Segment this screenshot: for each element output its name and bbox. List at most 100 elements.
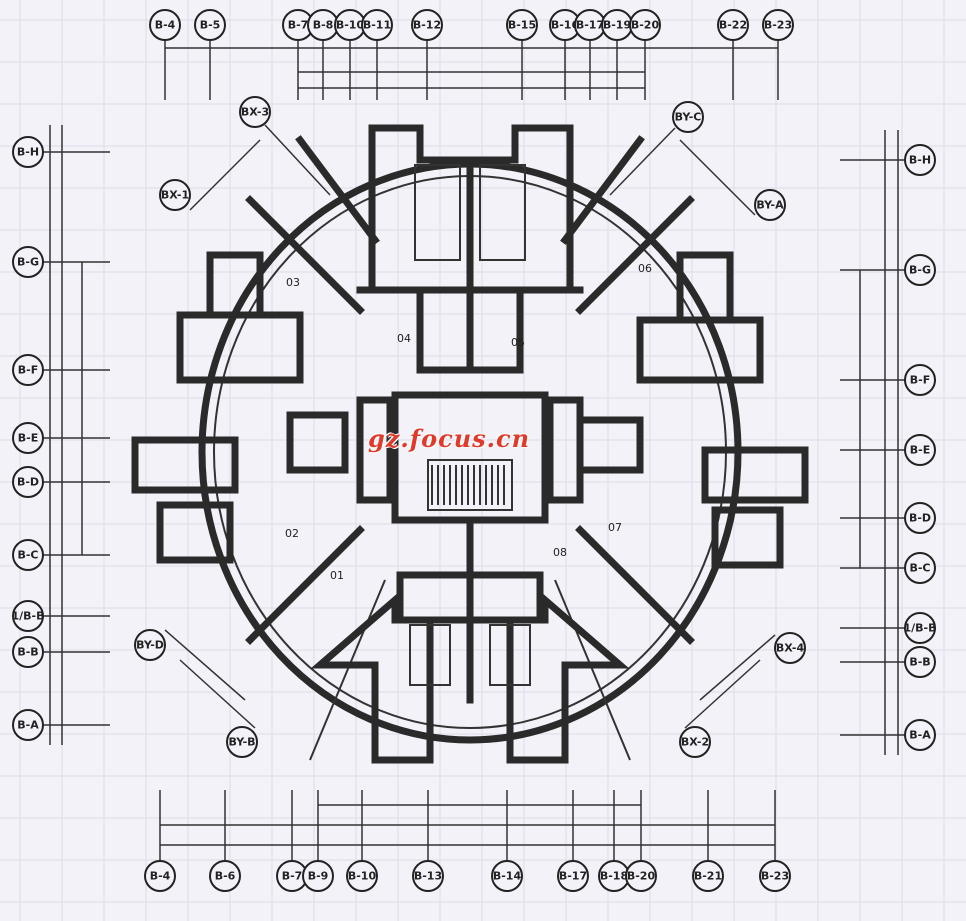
axis-bubble-top: B-23: [762, 9, 794, 41]
building-outline: [131, 124, 809, 764]
axis-bubble-bottom: B-13: [412, 860, 444, 892]
axis-label: B-17: [576, 19, 604, 32]
axis-label: B-B: [909, 656, 930, 669]
axis-label: B-15: [508, 19, 536, 32]
axis-bubble-top: B-20: [629, 9, 661, 41]
axis-bubble-bottom: B-6: [209, 860, 241, 892]
axis-label: B-C: [17, 549, 38, 562]
axis-label: B-22: [719, 19, 747, 32]
axis-label: B-G: [17, 256, 39, 269]
unit-label: 06: [638, 262, 652, 275]
axis-bubble-left: B-C: [12, 539, 44, 571]
axis-label: B-H: [17, 146, 39, 159]
axis-label: B-9: [308, 870, 329, 883]
axis-bubble-left: B-B: [12, 636, 44, 668]
axis-label: B-E: [18, 432, 38, 445]
axis-label: B-D: [17, 476, 39, 489]
axis-label: BX-3: [241, 106, 269, 119]
axis-bubble-top: B-22: [717, 9, 749, 41]
axis-bubble-left: B-H: [12, 136, 44, 168]
axis-bubble-right: 1/B-B: [903, 612, 937, 644]
axis-bubble-top: B-8: [307, 9, 339, 41]
axis-label: B-B: [17, 646, 38, 659]
axis-label: B-21: [694, 870, 722, 883]
axis-bubble-right: B-F: [904, 364, 936, 396]
axis-label: B-14: [493, 870, 522, 883]
axis-bubble-left: 1/B-B: [11, 600, 45, 632]
axis-label: B-5: [200, 19, 221, 32]
axis-bubble-left: B-G: [12, 246, 44, 278]
axis-label: BY-D: [136, 639, 164, 652]
axis-bubble-top: B-4: [149, 9, 181, 41]
axis-bubble-top: B-7: [282, 9, 314, 41]
axis-label: B-F: [910, 374, 930, 387]
axis-label: B-10: [348, 870, 377, 883]
axis-label: B-F: [18, 364, 38, 377]
axis-bubble-bottom: B-18: [598, 860, 630, 892]
axis-label: B-18: [600, 870, 628, 883]
axis-bubble-top: B-12: [411, 9, 443, 41]
axis-bubble-bottom: B-4: [144, 860, 176, 892]
axis-bubble-bottom: B-23: [759, 860, 791, 892]
axis-label: BY-B: [228, 736, 255, 749]
unit-label: 05: [511, 336, 525, 349]
axis-label: B-11: [363, 19, 391, 32]
axis-bubble-diagonal: BX-3: [239, 96, 271, 128]
axis-label: B-20: [627, 870, 656, 883]
axis-label: B-D: [909, 512, 931, 525]
watermark: gz.focus.cn: [368, 424, 531, 453]
axis-bubble-left: B-D: [12, 466, 44, 498]
axis-bubble-bottom: B-9: [302, 860, 334, 892]
axis-label: B-10: [336, 19, 365, 32]
axis-bubble-right: B-H: [904, 144, 936, 176]
axis-label: BX-1: [161, 189, 189, 202]
axis-bubble-top: B-17: [574, 9, 606, 41]
axis-label: 1/B-B: [11, 610, 44, 623]
axis-bubble-bottom: B-10: [346, 860, 378, 892]
axis-bubble-right: B-B: [904, 646, 936, 678]
axis-label: BY-A: [756, 199, 784, 212]
axis-bubble-bottom: B-14: [491, 860, 523, 892]
axis-bubble-top: B-5: [194, 9, 226, 41]
axis-label: B-17: [559, 870, 587, 883]
axis-bubble-diagonal: BX-1: [159, 179, 191, 211]
axis-bubble-top: B-16: [549, 9, 581, 41]
dimension-lines: [42, 40, 905, 862]
axis-label: B-20: [631, 19, 660, 32]
axis-bubble-left: B-A: [12, 709, 44, 741]
axis-label: B-8: [313, 19, 334, 32]
axis-bubble-right: B-A: [904, 719, 936, 751]
axis-label: B-A: [17, 719, 39, 732]
axis-label: B-12: [413, 19, 441, 32]
axis-bubble-bottom: B-20: [625, 860, 657, 892]
axis-bubble-right: B-G: [904, 254, 936, 286]
axis-label: B-23: [761, 870, 789, 883]
axis-label: BX-2: [681, 736, 709, 749]
unit-label: 01: [330, 569, 344, 582]
axis-label: B-4: [150, 870, 171, 883]
unit-label: 07: [608, 521, 622, 534]
unit-label: 02: [285, 527, 299, 540]
axis-bubble-diagonal: BY-A: [754, 189, 786, 221]
axis-bubble-left: B-E: [12, 422, 44, 454]
axis-label: B-16: [551, 19, 580, 32]
axis-label: 1/B-B: [903, 622, 936, 635]
axis-bubble-right: B-C: [904, 552, 936, 584]
axis-label: B-13: [414, 870, 442, 883]
axis-label: B-C: [909, 562, 930, 575]
axis-bubble-top: B-10: [334, 9, 366, 41]
axis-bubble-top: B-15: [506, 9, 538, 41]
axis-label: B-E: [910, 444, 930, 457]
axis-bubble-diagonal: BX-4: [774, 632, 806, 664]
axis-bubble-diagonal: BY-C: [672, 101, 704, 133]
axis-label: B-H: [909, 154, 931, 167]
axis-bubble-diagonal: BY-B: [226, 726, 258, 758]
axis-label: B-6: [215, 870, 236, 883]
axis-label: B-7: [288, 19, 309, 32]
axis-label: B-19: [603, 19, 631, 32]
axis-label: BY-C: [675, 111, 702, 124]
axis-bubble-left: B-F: [12, 354, 44, 386]
